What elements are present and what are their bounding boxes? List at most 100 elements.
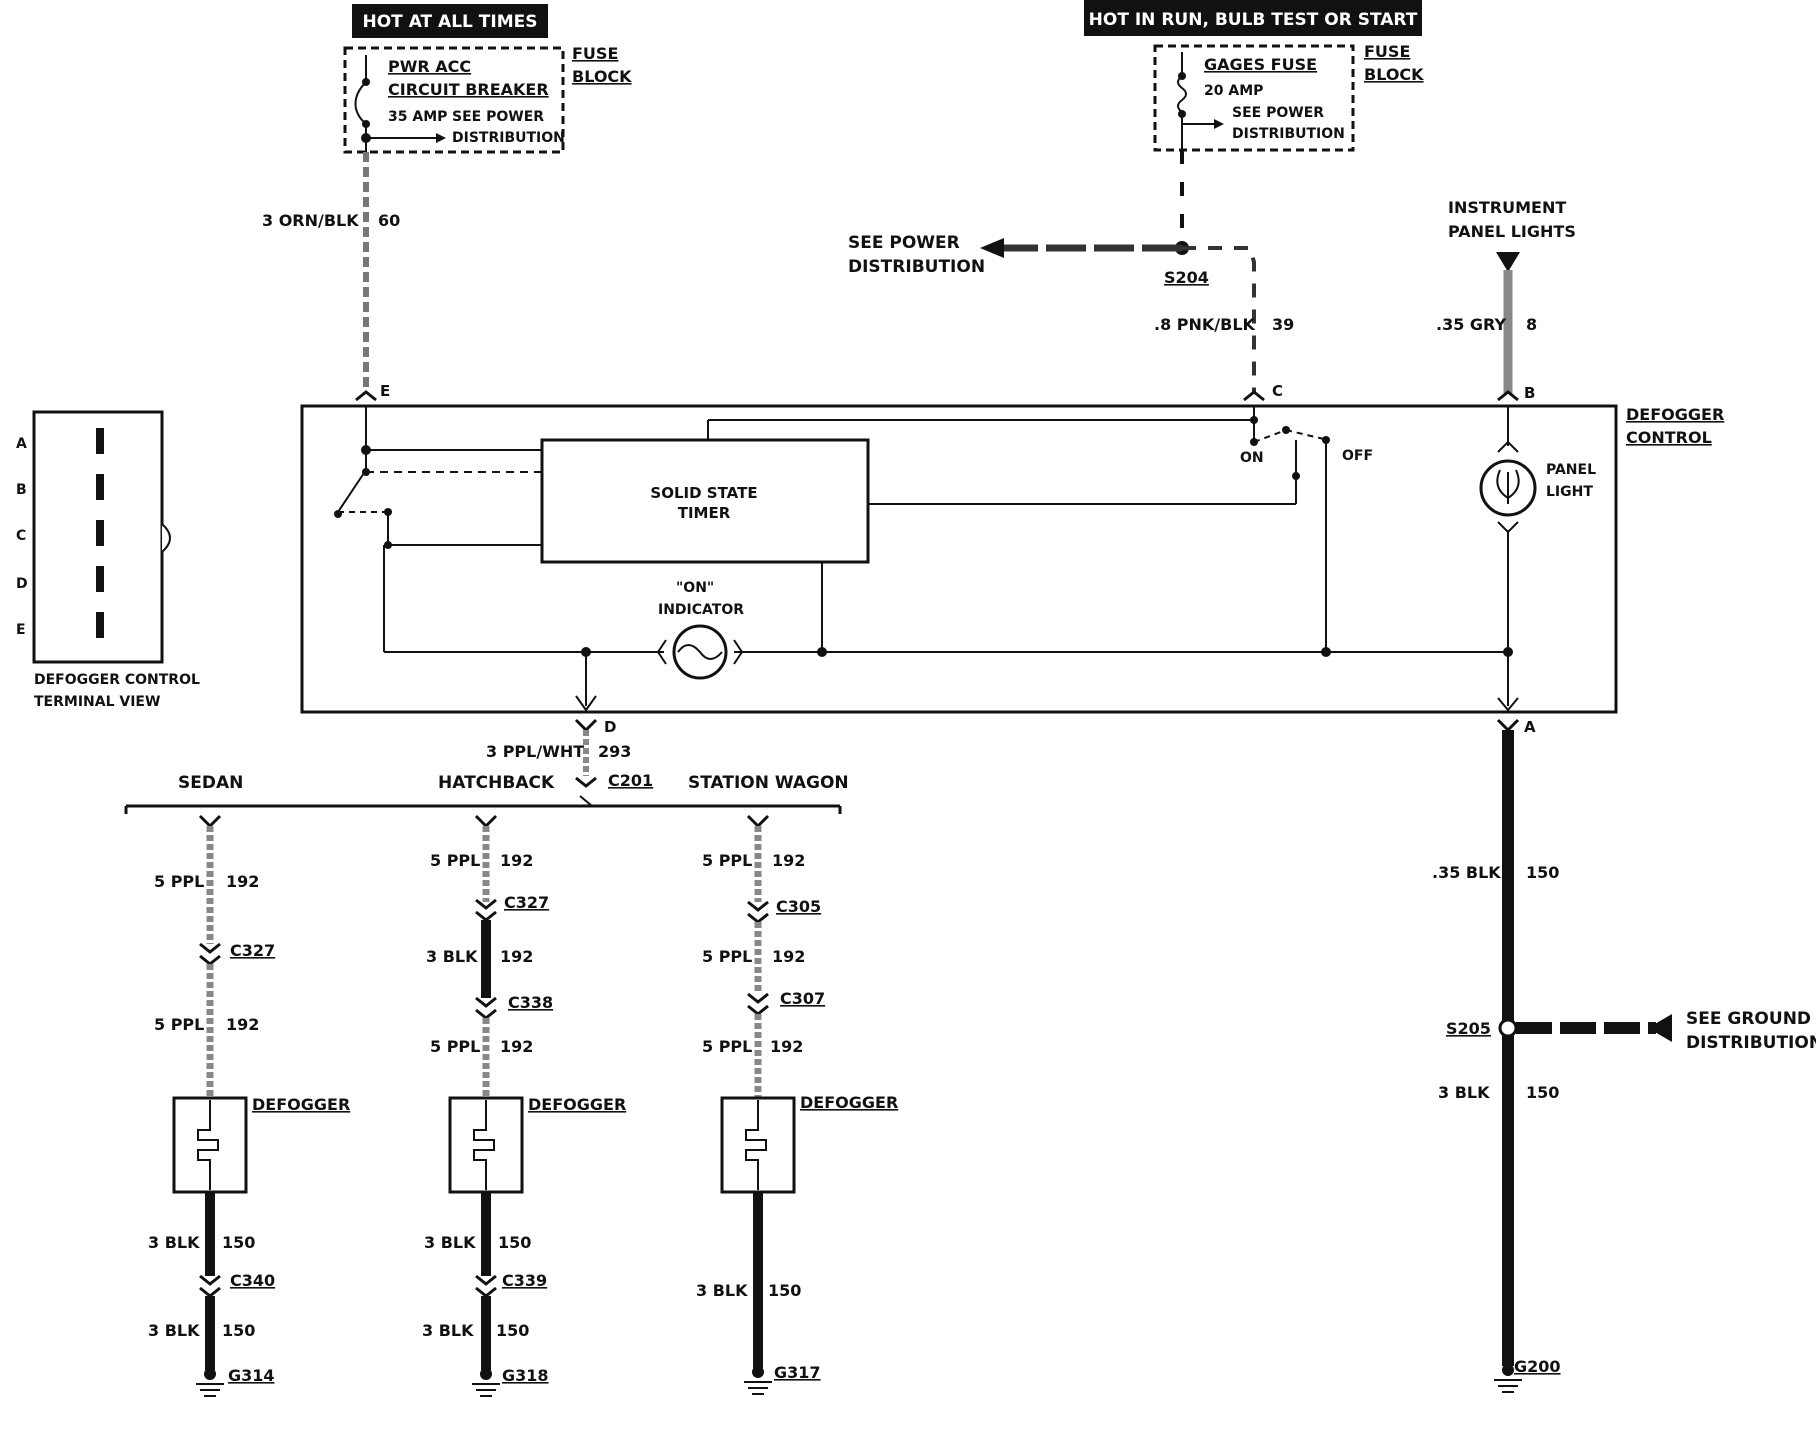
- hot-at-all-times-header: HOT AT ALL TIMES: [352, 4, 548, 38]
- sedan-circuit: [172, 814, 248, 1397]
- hot-at-all-times-label: HOT AT ALL TIMES: [363, 12, 538, 32]
- wagon-wire2-size: 5 PPL: [702, 947, 752, 966]
- fuse-block-label-left: FUSE: [572, 44, 618, 63]
- gages-fuse-name: GAGES FUSE: [1204, 55, 1317, 74]
- terminal-view-pin-c: C: [16, 528, 26, 544]
- terminal-d-chevron: [574, 718, 598, 733]
- see-ground-label: SEE GROUND: [1686, 1009, 1811, 1029]
- see-power-label: SEE POWER: [848, 233, 960, 253]
- variant-station-wagon-label: STATION WAGON: [688, 773, 849, 793]
- hatchback-connector3-label: C339: [502, 1271, 547, 1290]
- sedan-connector3-label: C340: [230, 1271, 275, 1290]
- panel-light-bulb-icon: [1479, 459, 1537, 517]
- splice-s205-label: S205: [1446, 1019, 1491, 1038]
- fuse-block-label-right: FUSE: [1364, 42, 1410, 61]
- terminal-a-chevron: [1496, 718, 1520, 733]
- circuit-breaker-see-power: SEE POWER: [452, 109, 544, 125]
- wire-d-size: 3 PPL/WHT: [486, 742, 584, 761]
- wire-a2-size: 3 BLK: [1438, 1083, 1490, 1102]
- see-power-distribution-label: DISTRIBUTION: [848, 257, 985, 277]
- hatchback-wire2b-circuit: 192: [500, 1037, 533, 1056]
- on-indicator-label-2: INDICATOR: [658, 602, 744, 618]
- circuit-breaker-name-2: CIRCUIT BREAKER: [388, 80, 549, 99]
- terminal-a-label: A: [1524, 718, 1536, 736]
- sedan-wire4-size: 3 BLK: [148, 1321, 200, 1340]
- hatchback-wire2b-size: 5 PPL: [430, 1037, 480, 1056]
- hatchback-wire1-size: 5 PPL: [430, 851, 480, 870]
- timer-label-2: TIMER: [678, 504, 731, 522]
- wire-c-size: .8 PNK/BLK: [1154, 315, 1256, 334]
- hatchback-wire2-circuit: 192: [500, 947, 533, 966]
- terminal-view-connector: [32, 410, 171, 664]
- ground-g200-icon: [1494, 1364, 1522, 1393]
- sedan-wire3-size: 3 BLK: [148, 1233, 200, 1252]
- hatchback-wire3-circuit: 150: [498, 1233, 531, 1252]
- see-ground-distribution-label: DISTRIBUTION: [1686, 1033, 1816, 1053]
- wire-a-circuit: 150: [1526, 863, 1559, 882]
- wagon-connector2-label: C307: [780, 989, 825, 1008]
- arrow-left-icon-ground: [1648, 1014, 1672, 1042]
- sedan-wire2-circuit: 192: [226, 1015, 259, 1034]
- hatchback-defogger-label: DEFOGGER: [528, 1095, 626, 1114]
- terminal-view-caption: DEFOGGER CONTROL: [34, 672, 200, 688]
- wire-e-size: 3 ORN/BLK: [262, 211, 359, 230]
- circuit-breaker-name: PWR ACC: [388, 57, 471, 76]
- hot-in-run-header: HOT IN RUN, BULB TEST OR START: [1084, 0, 1422, 36]
- timer-label: SOLID STATE: [650, 484, 757, 502]
- timer-relay-switch: [337, 406, 542, 652]
- wire-a-size: .35 BLK: [1432, 863, 1501, 882]
- terminal-view-pin-a: A: [16, 436, 27, 452]
- terminal-e-label: E: [380, 382, 390, 400]
- sedan-wire1-size: 5 PPL: [154, 872, 204, 891]
- wagon-connector1-label: C305: [776, 897, 821, 916]
- variant-sedan-label: SEDAN: [178, 773, 243, 793]
- wagon-wire2b-size: 5 PPL: [702, 1037, 752, 1056]
- hatchback-wire3-size: 3 BLK: [424, 1233, 476, 1252]
- variant-hatchback-label: HATCHBACK: [438, 773, 555, 793]
- splice-s205: [1498, 1018, 1518, 1038]
- wagon-defogger-label: DEFOGGER: [800, 1093, 898, 1112]
- hatchback-connector1-label: C327: [504, 893, 549, 912]
- sedan-defogger-label: DEFOGGER: [252, 1095, 350, 1114]
- sedan-wire3-circuit: 150: [222, 1233, 255, 1252]
- terminal-d-label: D: [604, 718, 616, 736]
- wagon-wire3-circuit: 150: [768, 1281, 801, 1300]
- switch-on-label: ON: [1240, 450, 1264, 466]
- wire-c: [1182, 246, 1256, 394]
- splice-s204-label: S204: [1164, 268, 1209, 287]
- terminal-view-pin-b: B: [16, 482, 27, 498]
- hatchback-connector2-label: C338: [508, 993, 553, 1012]
- gages-fuse-rating: 20 AMP: [1204, 83, 1263, 99]
- on-indicator-label: "ON": [676, 580, 714, 596]
- hatchback-wire4-size: 3 BLK: [422, 1321, 474, 1340]
- terminal-view-pin-d: D: [16, 576, 28, 592]
- panel-light-label-2: LIGHT: [1546, 484, 1593, 500]
- wagon-wire2-circuit: 192: [772, 947, 805, 966]
- wagon-wire1-circuit: 192: [772, 851, 805, 870]
- arrow-down-icon: [1496, 252, 1520, 272]
- solid-state-timer: [540, 438, 870, 564]
- terminal-b-label: B: [1524, 384, 1535, 402]
- sedan-wire4-circuit: 150: [222, 1321, 255, 1340]
- wire-a2-circuit: 150: [1526, 1083, 1559, 1102]
- gages-fuse-distribution: DISTRIBUTION: [1232, 126, 1345, 142]
- terminal-b-chevron: [1497, 390, 1519, 402]
- panel-lights-label: PANEL LIGHTS: [1448, 222, 1576, 241]
- circuit-breaker-distribution: DISTRIBUTION: [452, 130, 565, 146]
- sedan-connector1-label: C327: [230, 941, 275, 960]
- hatchback-wire1-circuit: 192: [500, 851, 533, 870]
- hatchback-wire2-size: 3 BLK: [426, 947, 478, 966]
- pwr-acc-circuit-breaker: PWR ACC CIRCUIT BREAKER 35 AMP SEE POWER…: [343, 46, 565, 154]
- wagon-ground-label: G317: [774, 1363, 821, 1382]
- wire-e-circuit: 60: [378, 211, 400, 230]
- wire-b-circuit: 8: [1526, 315, 1537, 334]
- wire-c-circuit: 39: [1272, 315, 1294, 334]
- wagon-wire2b-circuit: 192: [770, 1037, 803, 1056]
- on-indicator-lamp-icon: [656, 624, 744, 680]
- wagon-wire1-size: 5 PPL: [702, 851, 752, 870]
- arrow-left-icon: [980, 238, 1004, 258]
- terminal-c-label: C: [1272, 382, 1283, 400]
- sedan-wire1-circuit: 192: [226, 872, 259, 891]
- station-wagon-circuit: [720, 814, 796, 1395]
